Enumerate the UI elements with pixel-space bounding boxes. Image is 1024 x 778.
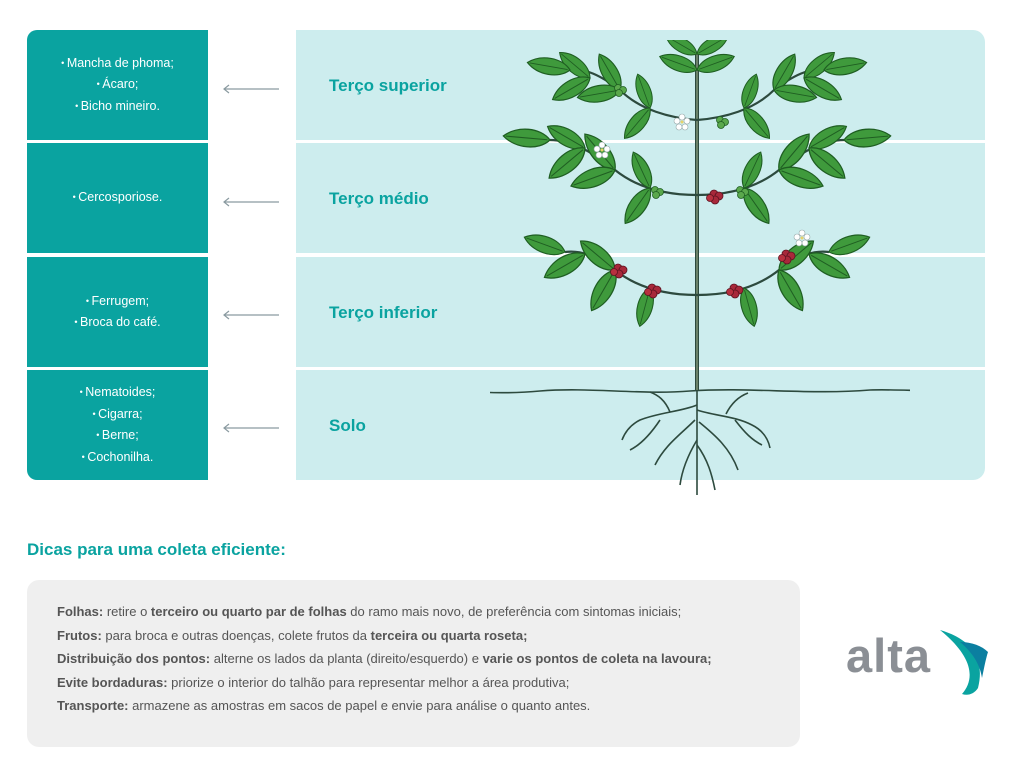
tips-box: Folhas: retire o terceiro ou quarto par … <box>27 580 800 747</box>
pest-box-terco-medio: Cercosporiose. <box>27 143 208 253</box>
pest-item: Nematoides; <box>80 382 155 404</box>
tip-text: para broca e outras doenças, colete frut… <box>101 627 371 643</box>
coffee-plant-illustration <box>490 40 910 495</box>
pest-item: Cochonilha. <box>80 447 156 469</box>
tip-text: do ramo mais novo, de preferência com si… <box>346 604 682 619</box>
pest-item: Broca do café. <box>74 312 161 334</box>
sail-icon <box>940 630 988 695</box>
pest-box-terco-inferior: Ferrugem; Broca do café. <box>27 257 208 367</box>
pest-box-solo: Nematoides; Cigarra; Berne; Cochonilha. <box>27 370 208 480</box>
arrow-left-icon <box>223 310 279 320</box>
tip-item: Distribuição dos pontos: alterne os lado… <box>57 647 800 671</box>
tip-item: Folhas: retire o terceiro ou quarto par … <box>57 600 800 624</box>
tip-label: Distribuição dos pontos: <box>57 651 211 666</box>
zone-label: Terço inferior <box>329 303 438 322</box>
zone-label: Terço superior <box>329 76 447 95</box>
tip-emphasis: terceira ou quarta roseta; <box>370 627 528 643</box>
pest-item: Cigarra; <box>80 404 156 426</box>
tip-text: priorize o interior do talhão para repre… <box>167 674 570 690</box>
pest-item: Bicho mineiro. <box>61 96 174 118</box>
pest-item: Cercosporiose. <box>73 187 162 209</box>
pest-item: Ácaro; <box>61 74 174 96</box>
tip-label: Transporte: <box>57 698 129 713</box>
alta-logo: alta <box>846 628 991 698</box>
pest-item: Berne; <box>80 425 156 447</box>
zone-label: Terço médio <box>329 189 429 208</box>
zone-solo: Solo <box>296 370 985 480</box>
logo-text: alta <box>846 629 931 682</box>
tip-text: armazene as amostras em sacos de papel e… <box>128 698 591 713</box>
tip-text: alterne os lados da planta (direito/esqu… <box>210 651 483 666</box>
tip-label: Frutos: <box>57 627 102 643</box>
arrow-left-icon <box>223 423 279 433</box>
tip-item: Evite bordaduras: priorize o interior do… <box>57 671 800 695</box>
pest-box-terco-superior: Mancha de phoma; Ácaro; Bicho mineiro. <box>27 30 208 140</box>
arrow-left-icon <box>223 197 279 207</box>
tip-label: Evite bordaduras: <box>57 674 168 690</box>
tip-text: retire o <box>103 604 151 619</box>
tip-emphasis: terceiro ou quarto par de folhas <box>150 604 347 619</box>
tip-label: Folhas: <box>57 604 104 619</box>
tip-item: Transporte: armazene as amostras em saco… <box>57 694 800 718</box>
tip-item: Frutos: para broca e outras doenças, col… <box>57 624 800 648</box>
zone-label: Solo <box>329 416 366 435</box>
pest-item: Mancha de phoma; <box>61 53 174 75</box>
arrow-left-icon <box>223 84 279 94</box>
pest-item: Ferrugem; <box>74 291 160 313</box>
tips-title: Dicas para uma coleta eficiente: <box>27 540 286 559</box>
tip-emphasis: varie os pontos de coleta na lavoura; <box>482 651 712 666</box>
